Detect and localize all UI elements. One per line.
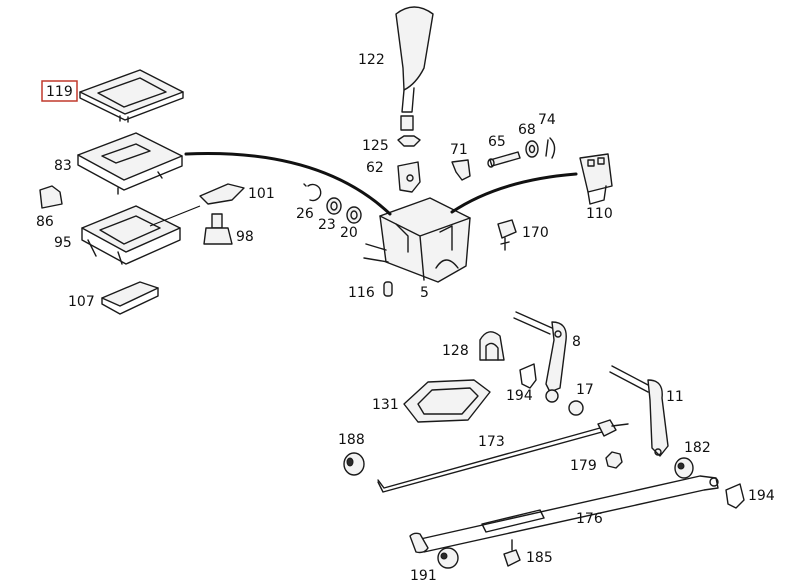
part-125-nut[interactable] (397, 135, 421, 147)
part-122-gear-knob[interactable] (395, 6, 434, 131)
label-95: 95 (54, 235, 72, 251)
part-20-bushing[interactable] (346, 206, 362, 224)
label-86: 86 (36, 214, 54, 230)
label-116: 116 (348, 285, 375, 301)
label-8: 8 (572, 334, 581, 350)
label-110: 110 (586, 206, 613, 222)
label-26: 26 (296, 206, 314, 222)
label-23: 23 (318, 217, 336, 233)
label-11: 11 (666, 389, 684, 405)
part-65-pin[interactable] (487, 151, 521, 168)
part-107-boot[interactable] (101, 281, 159, 315)
label-125: 125 (362, 138, 389, 154)
label-68: 68 (518, 122, 536, 138)
label-98: 98 (236, 229, 254, 245)
label-194-a: 194 (506, 388, 533, 404)
part-191-bushing[interactable] (437, 547, 459, 569)
leader-95-to-101 (149, 205, 201, 227)
label-182: 182 (684, 440, 711, 456)
part-170-bolt[interactable] (497, 219, 517, 251)
part-17-bushing[interactable] (568, 400, 584, 416)
label-131: 131 (372, 397, 399, 413)
label-71: 71 (450, 142, 468, 158)
part-71-bracket[interactable] (451, 159, 471, 181)
part-185-bolt[interactable] (503, 539, 521, 567)
leader-arrow-83-to-5 (184, 152, 392, 216)
part-131-frame[interactable] (403, 379, 491, 423)
part-101-indicator[interactable] (199, 183, 245, 205)
part-182-bushing[interactable] (674, 457, 694, 479)
label-119: 119 (46, 84, 73, 100)
part-86-clip[interactable] (39, 185, 63, 209)
label-5: 5 (420, 285, 429, 301)
label-101: 101 (248, 186, 275, 202)
part-83-cover[interactable] (77, 132, 183, 195)
label-176: 176 (576, 511, 603, 527)
leader-arrow-110-to-5 (450, 172, 578, 214)
part-188-bushing[interactable] (343, 452, 365, 476)
label-173: 173 (478, 434, 505, 450)
part-179-nut[interactable] (605, 451, 623, 469)
part-11-lever[interactable] (609, 365, 669, 457)
part-26-circlip[interactable] (303, 183, 322, 202)
part-128-mount[interactable] (479, 331, 505, 361)
part-8-lever[interactable] (513, 311, 567, 403)
part-110-connector[interactable] (579, 153, 613, 205)
label-17: 17 (576, 382, 594, 398)
part-5-shift-housing[interactable] (363, 197, 471, 283)
label-128: 128 (442, 343, 469, 359)
label-107: 107 (68, 294, 95, 310)
label-185: 185 (526, 550, 553, 566)
part-95-housing[interactable] (81, 205, 181, 265)
label-83: 83 (54, 158, 72, 174)
label-188: 188 (338, 432, 365, 448)
part-194-clip-b[interactable] (725, 483, 745, 509)
label-191: 191 (410, 568, 437, 584)
highlight-box (41, 80, 78, 102)
part-119-frame[interactable] (79, 69, 184, 123)
part-62-bushing[interactable] (397, 161, 421, 193)
part-176-rod[interactable] (409, 475, 719, 554)
part-194-clip-a[interactable] (519, 363, 537, 389)
part-98-switch[interactable] (203, 213, 233, 245)
label-122: 122 (358, 52, 385, 68)
part-74-clip[interactable] (545, 137, 556, 159)
label-20: 20 (340, 225, 358, 241)
part-68-bushing[interactable] (525, 140, 539, 158)
label-170: 170 (522, 225, 549, 241)
part-116-bulb[interactable] (383, 281, 393, 297)
label-194-b: 194 (748, 488, 775, 504)
label-74: 74 (538, 112, 556, 128)
label-65: 65 (488, 134, 506, 150)
part-173-rod[interactable] (377, 419, 629, 493)
label-179: 179 (570, 458, 597, 474)
part-23-washer[interactable] (326, 197, 342, 215)
label-62: 62 (366, 160, 384, 176)
